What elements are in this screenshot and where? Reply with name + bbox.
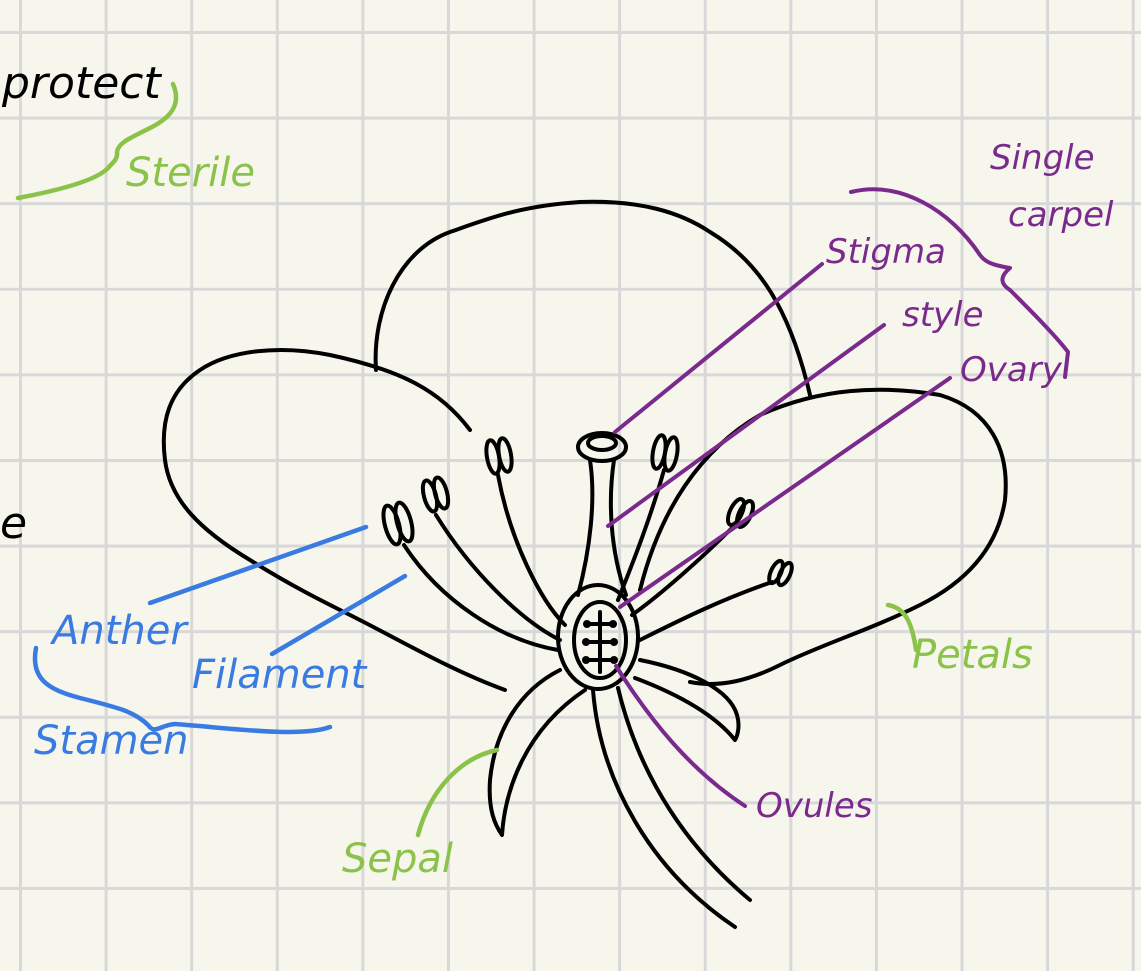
stigma (576, 431, 628, 463)
single-carpel-brace (849, 187, 1070, 379)
ovules-pointer (614, 664, 747, 808)
sepal-left (487, 668, 587, 837)
style (576, 458, 628, 597)
label-carpel: carpel (1008, 195, 1114, 235)
petal-left (161, 348, 507, 692)
sepal-right (633, 658, 741, 742)
label-petals: Petals (912, 632, 1033, 678)
anther-pointer (147, 524, 369, 606)
stamen-brace (32, 645, 333, 735)
sepal-pointer (415, 747, 500, 838)
petal-top (373, 199, 812, 397)
label-anther: Anther (52, 608, 187, 654)
label-single: Single (990, 138, 1095, 178)
text-fragment-protect: protect (2, 58, 161, 109)
ovule-dots (582, 620, 618, 664)
style-pointer (606, 323, 886, 528)
label-ovary: Ovary (960, 350, 1062, 390)
label-sterile: Sterile (126, 150, 255, 196)
label-ovules: Ovules (756, 786, 873, 826)
label-sepal: Sepal (342, 836, 454, 882)
ovules (584, 610, 616, 674)
label-filament: Filament (192, 652, 367, 698)
filament-pointer (269, 573, 408, 657)
text-fragment-e: e (0, 498, 28, 549)
sepal-bottom (591, 686, 752, 929)
stigma-pointer (613, 262, 824, 434)
label-style: style (902, 295, 984, 335)
petals-pointer (885, 602, 919, 653)
label-stigma: Stigma (826, 232, 946, 272)
label-stamen: Stamen (34, 718, 189, 764)
ovary-pointer (618, 376, 952, 609)
sterile-brace (15, 81, 179, 201)
